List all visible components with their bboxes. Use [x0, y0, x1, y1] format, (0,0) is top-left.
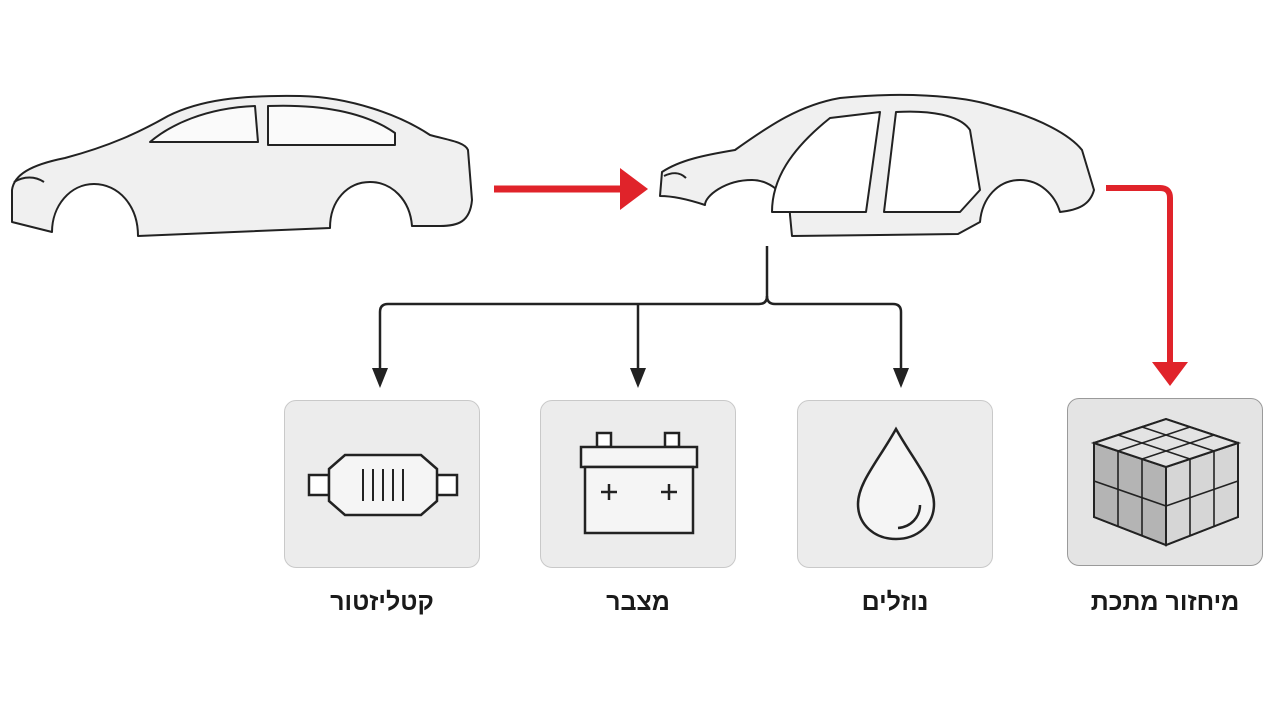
battery-label: מצבר — [606, 588, 670, 616]
car-body-shell-icon — [659, 93, 1095, 237]
car-battery-icon — [579, 431, 699, 535]
metal-recycling-box — [1067, 398, 1263, 566]
arrow-body-to-metal — [1106, 185, 1188, 386]
metal-recycling-label: מיחזור מתכת — [1090, 588, 1240, 616]
compressed-metal-cube-icon — [1090, 417, 1242, 547]
catalytic-converter-icon — [307, 453, 459, 517]
stripped-body — [659, 93, 1095, 237]
catalytic-label: קטליזטור — [330, 588, 434, 616]
drop-icon — [856, 426, 936, 541]
battery-box — [540, 400, 736, 568]
full-car — [11, 94, 473, 237]
fluids-box — [797, 400, 993, 568]
fluids-label: נוזלים — [861, 588, 929, 616]
arrow-car-to-body — [494, 168, 648, 210]
branch-connectors — [372, 246, 909, 388]
catalytic-converter-box — [284, 400, 480, 568]
